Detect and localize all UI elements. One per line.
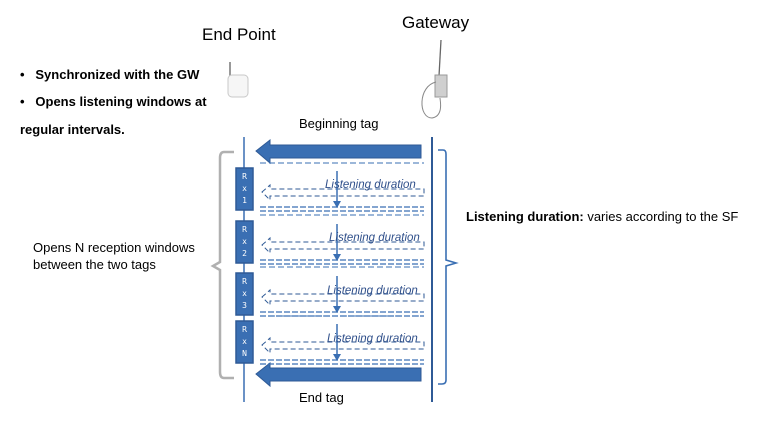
end-point-device-icon [227, 62, 249, 98]
down-arrow-head [333, 201, 341, 208]
rx-window-label-char: x [242, 289, 247, 298]
left-note-line1: Opens N reception windows [33, 240, 195, 255]
bullet-continuation: regular intervals. [20, 122, 125, 137]
rx-window-label-char: x [242, 337, 247, 346]
right-note-bold: Listening duration: [466, 209, 584, 224]
left-brace [210, 150, 234, 380]
gateway-title: Gateway [402, 13, 470, 32]
gateway-device-icon [421, 39, 448, 119]
listening-window-arrow [261, 336, 425, 355]
right-brace [438, 149, 459, 385]
rx-window-label-char: R [242, 277, 247, 286]
bullet-item: • Synchronized with the GW [20, 67, 200, 82]
listening-window-arrow [261, 183, 425, 202]
rx-window-box [235, 220, 254, 264]
down-arrow-head [333, 354, 341, 361]
down-arrow-head [333, 306, 341, 313]
rx-window-box [235, 272, 254, 316]
listening-window-arrow [261, 236, 425, 255]
listening-duration-label: Listening duration [327, 285, 418, 297]
listening-duration-label: Listening duration [325, 179, 416, 191]
rx-window-box [235, 167, 254, 211]
end-tag-label: End tag [299, 390, 344, 405]
beginning-tag-label: Beginning tag [299, 116, 379, 131]
listening-duration-label: Listening duration [327, 333, 418, 345]
listening-duration-label: Listening duration [329, 232, 420, 244]
bullet-text: Opens listening windows at [35, 94, 207, 109]
rx-window-label-char: N [242, 349, 247, 358]
rx-window-label-char: R [242, 225, 247, 234]
bullet-item: • Opens listening windows at [20, 94, 207, 109]
listening-window-arrow [261, 288, 425, 307]
rx-window-box [235, 320, 254, 364]
rx-window-label-char: R [242, 325, 247, 334]
beginning-tag-arrow [255, 138, 422, 165]
right-note-text: varies according to the SF [583, 209, 739, 224]
rx-window-label-char: x [242, 184, 247, 193]
end-tag-arrow [255, 361, 422, 388]
rx-window-label-char: 2 [242, 249, 247, 258]
right-note: Listening duration: varies according to … [466, 209, 738, 224]
end-point-title: End Point [202, 25, 276, 44]
rx-window-label-char: 3 [242, 301, 247, 310]
bullet-text: Synchronized with the GW [35, 67, 200, 82]
rx-window-label-char: 1 [242, 196, 247, 205]
left-note-line2: between the two tags [33, 257, 156, 272]
rx-window-label-char: x [242, 237, 247, 246]
rx-window-label-char: R [242, 172, 247, 181]
down-arrow-head [333, 254, 341, 261]
